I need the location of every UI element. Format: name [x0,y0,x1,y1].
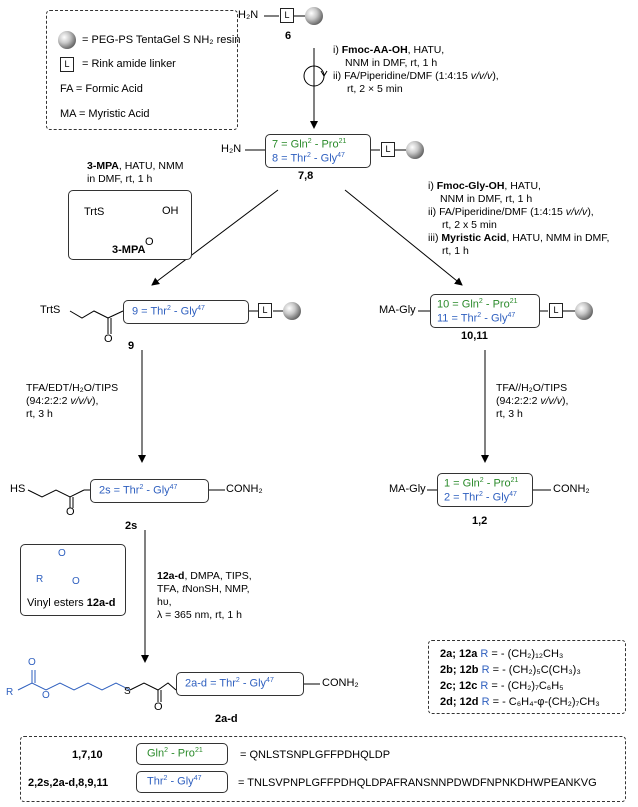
ester-r-group: R [6,687,14,698]
vinyl-carbonyl-o: O [58,548,66,559]
nh2-group: H₂N [238,9,259,21]
mpa-structure-box [68,190,192,260]
legend-resin-text: = PEG-PS TentaGel S NH₂ resin [82,34,241,46]
linker-box: L [258,303,272,318]
seq-10: 10 = Gln2 - Pro21 [437,298,518,311]
r-group-2d: 2d; 12d R = - C₆H₄-φ-(CH₂)₇CH₃ [440,696,600,708]
sequence-box-9: 9 = Thr2 - Gly47 [123,300,249,324]
conh2-group: CONH₂ [322,677,359,689]
oh-group: OH [162,205,179,217]
compound-label-12: 1,2 [472,515,488,527]
vinyl-ester-o: O [72,576,80,587]
legend-box [46,10,238,130]
r-groups-list: 2a; 12a R = - (CH₂)₁₂CH₃ 2b; 12b R = - (… [440,646,600,710]
r-group-2b: 2b; 12b R = - (CH₂)₅C(CH₃)₃ [440,664,581,676]
vinyl-r-group: R [36,574,44,585]
compound-label-2s: 2s [125,520,138,532]
seq-2: 2 = Thr2 - Gly47 [444,491,517,504]
nh2-group: H₂N [221,143,242,155]
sequence-box-12: 1 = Gln2 - Pro21 2 = Thr2 - Gly47 [437,473,533,507]
ester-carbonyl-o: O [28,657,36,668]
compound-label-6: 6 [285,30,292,42]
compound-label-1011: 10,11 [461,330,488,342]
seq-11: 11 = Thr2 - Gly47 [437,312,516,325]
trts-group: TrtS [84,206,105,218]
resin-bead-icon [58,31,76,49]
sequence-table-box [20,736,626,802]
compound-label-78: 7,8 [298,170,314,182]
cleave-left-conditions: TFA/EDT/H₂O/TIPS (94:2:2:2 v/v/v), rt, 3… [26,382,119,420]
fragment-box-thr-gly: Thr2 - Gly47 [136,771,228,793]
legend-linker-text: = Rink amide linker [82,58,176,70]
resin-bead-icon [575,302,593,320]
fragment-box-gln-pro: Gln2 - Pro21 [136,743,228,765]
seq-2s: 2s = Thr2 - Gly47 [99,484,178,497]
sequence-box-1011: 10 = Gln2 - Pro21 11 = Thr2 - Gly47 [430,294,540,328]
carbonyl-o: O [66,506,75,518]
vinyl-ester-caption: Vinyl esters 12a-d [27,597,116,609]
gly-ma-conditions: i) Fmoc-Gly-OH, HATU, NNM in DMF, rt, 1 … [428,180,610,257]
linker-box: L [381,142,395,157]
conh2-group: CONH₂ [226,483,263,495]
seq-2ad: 2a-d = Thr2 - Gly47 [185,677,274,690]
arrow-to-9 [151,189,279,286]
linker-box: L [549,303,563,318]
carbonyl-o: O [104,333,113,345]
r-groups-box [428,640,626,714]
step1-conditions: i) Fmoc-AA-OH, HATU, NNM in DMF, rt, 1 h… [333,44,499,95]
compound-label-2ad: 2a-d [215,713,238,725]
resin-bead-icon [305,7,323,25]
r-group-2a: 2a; 12a R = - (CH₂)₁₂CH₃ [440,648,564,660]
conh2-group: CONH₂ [553,483,590,495]
seq-row-label: 2,2s,2a-d,8,9,11 [28,777,109,789]
resin-bead-icon [283,302,301,320]
seq-8: 8 = Thr2 - Gly47 [272,152,345,165]
sequence-thr-gly: = TNLSVPNPLGFFPDHQLDPAFRANSNNPDWDFNPNKDH… [238,777,597,789]
resin-bead-icon [406,141,424,159]
sequence-box-78: 7 = Gln2 - Pro21 8 = Thr2 - Gly47 [265,134,371,168]
sequence-box-2ad: 2a-d = Thr2 - Gly47 [176,672,304,696]
seq-1: 1 = Gln2 - Pro21 [444,477,519,490]
linker-box: L [280,8,294,23]
fragment-gln-pro: Gln2 - Pro21 [147,747,203,760]
seq-9: 9 = Thr2 - Gly47 [132,305,205,318]
hs-group: HS [10,483,26,495]
r-group-2c: 2c; 12c R = - (CH₂)₇C₆H₅ [440,680,564,692]
compound-label-9: 9 [128,340,135,352]
sequence-gln-pro: = QNLSTSNPLGFFPDHQLDP [240,749,391,761]
mpa-conditions: 3-MPA, HATU, NMM in DMF, rt, 1 h [87,160,184,185]
legend-fa-text: FA = Formic Acid [60,83,143,95]
ma-gly-group: MA-Gly [389,483,426,495]
carbonyl-o: O [145,236,154,248]
thiolene-conditions: 12a-d, DMPA, TIPS, TFA, tNonSH, NMP, hυ,… [157,570,252,621]
seq-7: 7 = Gln2 - Pro21 [272,138,347,151]
mpa-label: 3-MPA [112,244,146,256]
ma-gly-group: MA-Gly [379,304,416,316]
vinyl-ester-box [20,544,126,616]
sequence-box-2s: 2s = Thr2 - Gly47 [90,479,209,503]
seq-row-label: 1,7,10 [72,749,103,761]
carbonyl-o: O [154,701,163,713]
arrow-to-1011 [344,189,463,286]
cleave-right-conditions: TFA//H₂O/TIPS (94:2:2:2 v/v/v), rt, 3 h [496,382,569,420]
legend-ma-text: MA = Myristic Acid [60,108,150,120]
trts-group: TrtS [40,304,61,316]
ester-o: O [42,690,50,701]
fragment-thr-gly: Thr2 - Gly47 [147,775,202,788]
thioether-s: S [124,686,131,697]
linker-box-icon: L [60,57,74,72]
